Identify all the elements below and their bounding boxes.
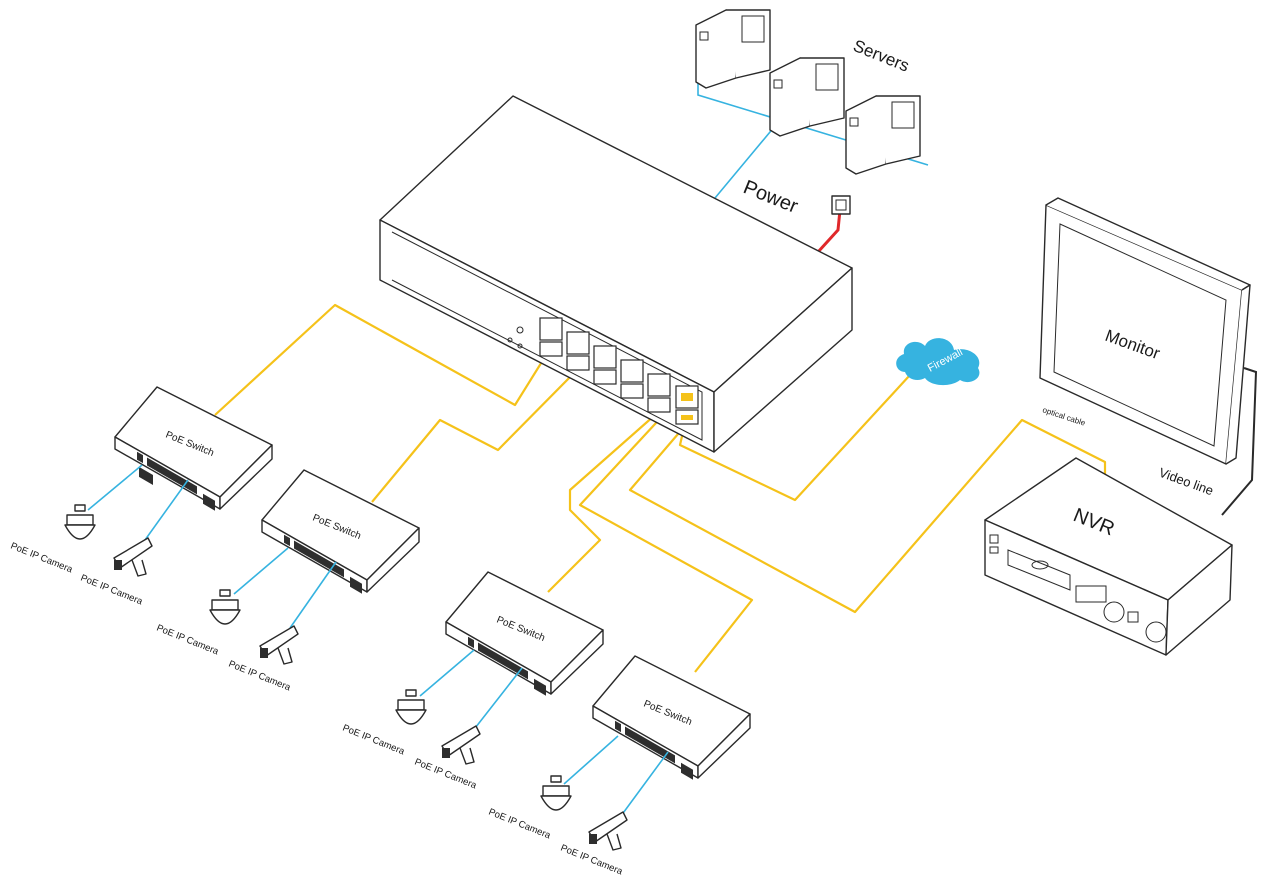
cable-switch4-uplink <box>578 409 754 673</box>
camera-label: PoE IP Camera <box>79 573 145 608</box>
bullet-camera-icon <box>259 625 299 665</box>
server-icon <box>769 57 845 137</box>
video-line-label: Video line <box>1157 465 1216 499</box>
bullet-camera-icon <box>441 725 481 765</box>
servers-label: Servers <box>851 36 912 76</box>
main-switch-ports <box>539 317 699 425</box>
camera-labels: PoE IP Camera PoE IP Camera PoE IP Camer… <box>9 541 625 878</box>
camera-label: PoE IP Camera <box>487 807 553 842</box>
server-icon <box>845 95 921 175</box>
cable-switch1-uplink <box>214 303 549 416</box>
cable-nvr-optical <box>628 418 1107 614</box>
firewall-cloud-icon: Firewall <box>896 338 980 386</box>
monitor-icon: Monitor <box>1039 197 1251 465</box>
dome-camera-icon <box>209 589 241 625</box>
cable-switch3-uplink <box>547 414 656 593</box>
power-cable <box>816 209 842 254</box>
server-icon <box>695 9 771 89</box>
cable-switch2-uplink <box>371 371 576 503</box>
power-label: Power <box>740 176 801 218</box>
bullet-camera-icon <box>113 537 153 577</box>
camera-label: PoE IP Camera <box>155 623 221 658</box>
dome-camera-icon <box>64 504 96 540</box>
poe-switch-icon: PoE Switch <box>592 655 751 780</box>
video-line <box>1221 367 1258 516</box>
poe-switch-icon: PoE Switch <box>261 469 420 594</box>
poe-switch-icon: PoE Switch <box>445 571 604 696</box>
main-switch <box>379 95 853 453</box>
power-socket-icon <box>831 195 851 215</box>
bullet-camera-icon <box>588 811 628 851</box>
dome-camera-icon <box>395 689 427 725</box>
camera-label: PoE IP Camera <box>9 541 75 576</box>
poe-switch-icon: PoE Switch <box>114 386 273 511</box>
nvr-icon: NVR <box>984 457 1233 656</box>
optical-cable-label: optical cable <box>1041 405 1087 427</box>
dome-camera-icon <box>540 775 572 811</box>
camera-label: PoE IP Camera <box>227 659 293 694</box>
camera-label: PoE IP Camera <box>341 723 407 758</box>
